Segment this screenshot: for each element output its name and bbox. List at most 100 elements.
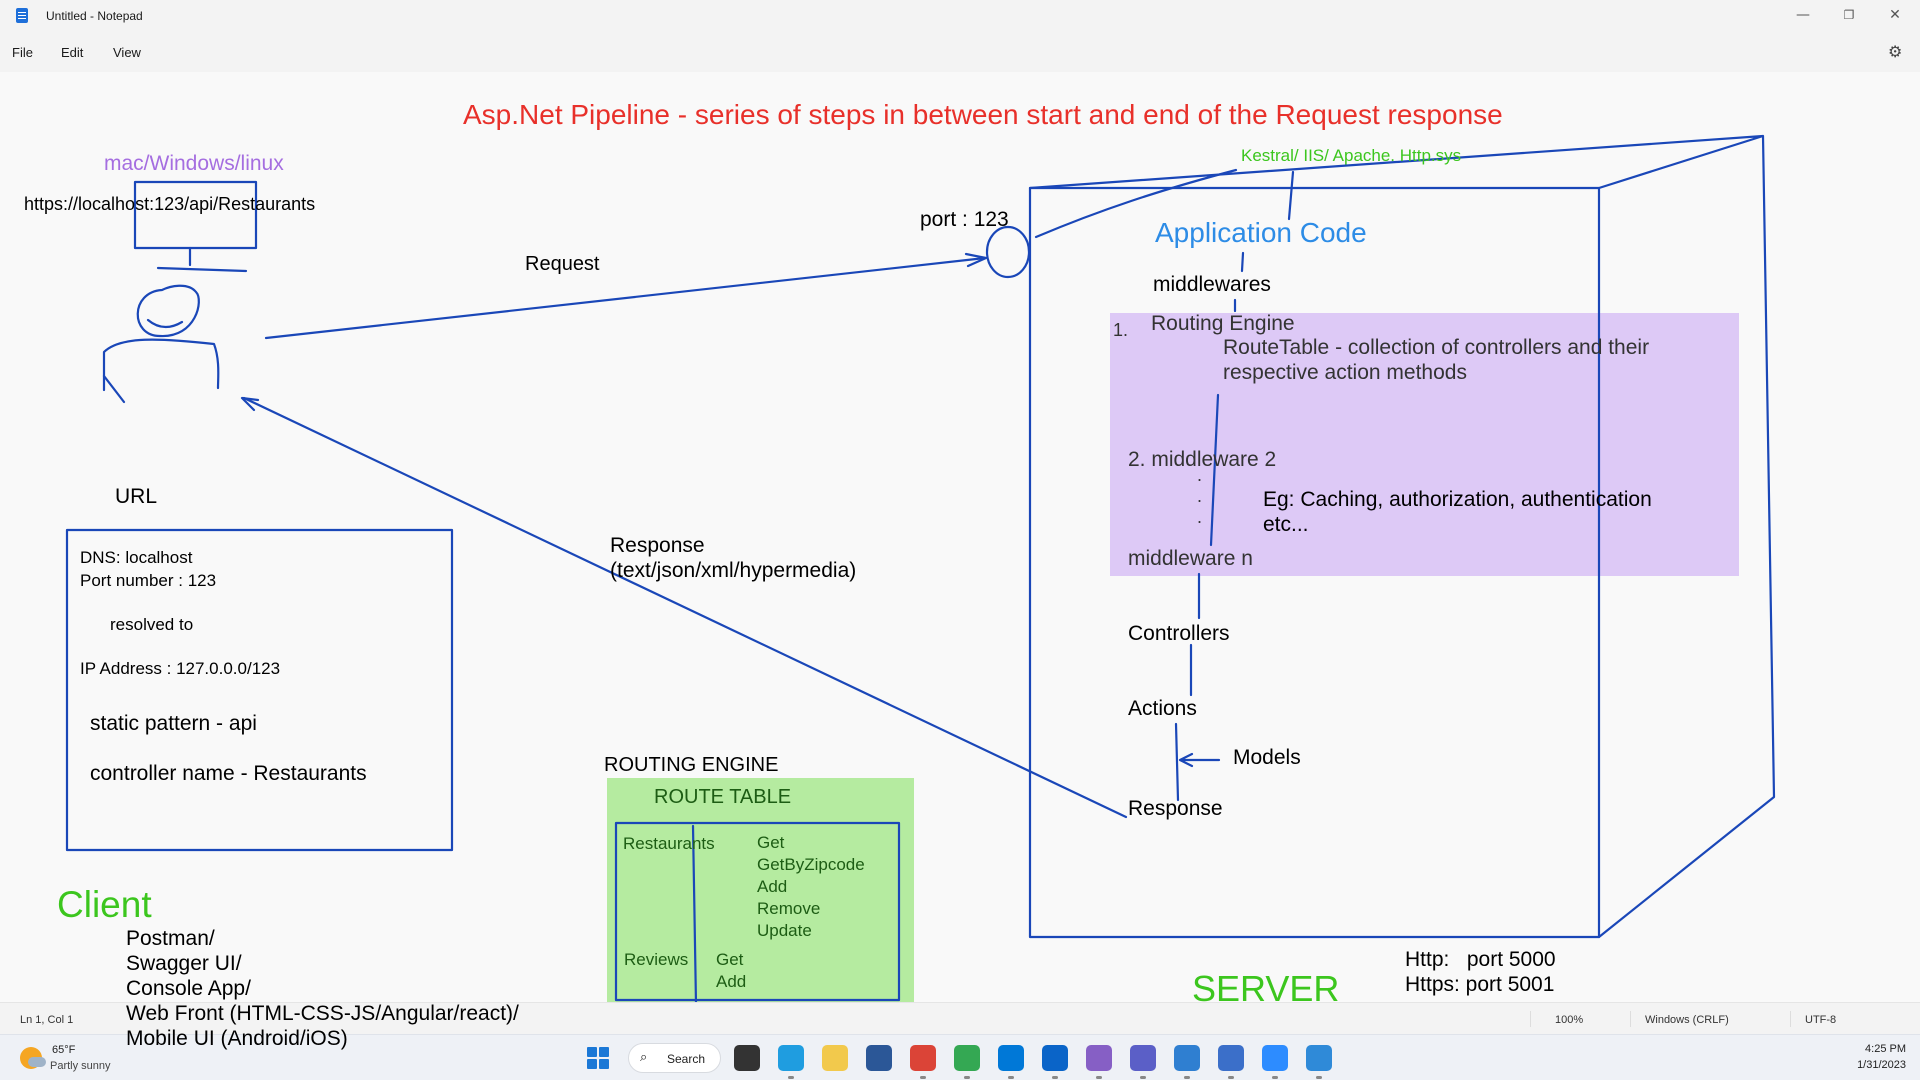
route-action: Get	[716, 950, 744, 969]
route-action: Add	[757, 877, 788, 896]
application-code-label: Application Code	[1155, 217, 1367, 248]
cursor-position: Ln 1, Col 1	[20, 1014, 74, 1026]
review-actions: Get Add	[716, 949, 746, 993]
port-number-text: Port number : 123	[80, 571, 217, 590]
restore-button[interactable]: ❐	[1843, 8, 1855, 22]
title-bar: Untitled - Notepad — ❐ ✕	[0, 0, 1920, 32]
edge-icon[interactable]	[778, 1045, 804, 1071]
weather-temperature[interactable]: 65°F	[52, 1044, 76, 1056]
client-item: Console App/	[126, 977, 251, 1000]
route-action: Get	[757, 833, 785, 852]
gear-icon[interactable]: ⚙	[1888, 42, 1903, 61]
url-box-border	[65, 528, 454, 852]
running-indicator	[964, 1076, 970, 1079]
middleware-examples: Eg: Caching, authorization, authenticati…	[1263, 488, 1652, 511]
port-circle	[985, 225, 1031, 279]
zoom-level: 100%	[1555, 1014, 1584, 1026]
server-heading: SERVER	[1192, 968, 1340, 1002]
start-button[interactable]	[587, 1047, 609, 1069]
zoom-icon[interactable]	[1262, 1045, 1288, 1071]
outlook-icon[interactable]	[1042, 1045, 1068, 1071]
diagram-heading: Asp.Net Pipeline - series of steps in be…	[463, 99, 1503, 130]
resolved-text: resolved to	[110, 615, 194, 634]
encoding: UTF-8	[1805, 1014, 1837, 1026]
notepad-icon	[16, 8, 28, 23]
route-table-title: ROUTE TABLE	[654, 786, 792, 808]
taskbar-search[interactable]: ⌕ Search	[628, 1043, 721, 1073]
chrome-icon[interactable]	[910, 1045, 936, 1071]
line-ending: Windows (CRLF)	[1645, 1014, 1729, 1026]
menu-view[interactable]: View	[113, 45, 141, 60]
response-label: Response	[610, 534, 705, 557]
photos-icon[interactable]	[1306, 1045, 1332, 1071]
ellipsis-dots: . . .	[1197, 465, 1202, 528]
clock-date[interactable]: 1/31/2023	[1857, 1059, 1906, 1071]
restaurant-actions: Get GetByZipcode Add Remove Update	[757, 832, 865, 942]
status-divider	[1790, 1011, 1791, 1027]
menu-file[interactable]: File	[12, 45, 33, 60]
route-action: GetByZipcode	[757, 855, 865, 874]
controller-name-text: controller name - Restaurants	[90, 762, 367, 785]
routing-engine-box	[607, 778, 914, 1002]
document-area[interactable]: Asp.Net Pipeline - series of steps in be…	[0, 72, 1920, 1002]
weather-icon[interactable]	[20, 1047, 46, 1069]
middlewares-label: middlewares	[1153, 273, 1271, 296]
os-label: mac/Windows/linux	[104, 152, 284, 175]
menu-bar: File Edit View ⚙	[0, 32, 1920, 72]
route-action: Update	[757, 921, 812, 940]
response-arrow	[242, 396, 1128, 819]
dot: .	[1197, 486, 1203, 506]
status-divider	[1630, 1011, 1631, 1027]
status-divider	[1530, 1011, 1531, 1027]
person-sketch	[136, 284, 200, 338]
routetable-description-2: respective action methods	[1223, 361, 1467, 384]
remote-desktop-icon[interactable]	[1174, 1045, 1200, 1071]
task-view-icon[interactable]	[734, 1045, 760, 1071]
client-item: Postman/	[126, 927, 215, 950]
middleware-1-number: 1.	[1113, 320, 1129, 340]
static-pattern-text: static pattern - api	[90, 712, 257, 735]
monitor-sketch	[133, 180, 258, 250]
client-heading: Client	[57, 884, 152, 925]
middleware-n-item: middleware n	[1128, 547, 1253, 570]
running-indicator	[1140, 1076, 1146, 1079]
menu-edit[interactable]: Edit	[61, 45, 84, 60]
minimize-button[interactable]: —	[1796, 7, 1810, 23]
dot: .	[1197, 465, 1203, 485]
route-table-border	[614, 821, 901, 1002]
web-server-label: Kestral/ IIS/ Apache. Http.sys	[1241, 146, 1462, 165]
running-indicator	[1052, 1076, 1058, 1079]
close-button[interactable]: ✕	[1889, 7, 1901, 23]
file-explorer-icon[interactable]	[822, 1045, 848, 1071]
status-bar: Ln 1, Col 1 100% Windows (CRLF) UTF-8	[0, 1002, 1920, 1034]
search-icon: ⌕	[640, 1050, 648, 1065]
route-restaurants: Restaurants	[623, 834, 715, 853]
running-indicator	[1184, 1076, 1190, 1079]
store-icon[interactable]	[866, 1045, 892, 1071]
vscode-icon[interactable]	[998, 1045, 1024, 1071]
running-indicator	[920, 1076, 926, 1079]
middleware-examples-2: etc...	[1263, 513, 1309, 536]
middleware-2-item: 2. middleware 2	[1128, 448, 1277, 471]
window-title: Untitled - Notepad	[46, 9, 143, 23]
clock-time[interactable]: 4:25 PM	[1865, 1043, 1906, 1055]
chrome-profile-icon[interactable]	[954, 1045, 980, 1071]
server-box	[1028, 186, 1601, 939]
visual-studio-icon[interactable]	[1086, 1045, 1112, 1071]
url-text: https://localhost:123/api/Restaurants	[24, 194, 316, 214]
https-port: Https: port 5001	[1405, 973, 1555, 996]
ip-text: IP Address : 127.0.0.0/123	[80, 659, 281, 678]
controllers-label: Controllers	[1128, 622, 1230, 645]
running-indicator	[788, 1076, 794, 1079]
http-port: Http: port 5000	[1405, 948, 1556, 971]
url-heading: URL	[115, 485, 158, 508]
weather-description[interactable]: Partly sunny	[50, 1060, 111, 1072]
actions-label: Actions	[1128, 697, 1197, 720]
response-types: (text/json/xml/hypermedia)	[610, 559, 857, 582]
notepad-icon[interactable]	[1218, 1045, 1244, 1071]
running-indicator	[1228, 1076, 1234, 1079]
running-indicator	[1008, 1076, 1014, 1079]
teams-icon[interactable]	[1130, 1045, 1156, 1071]
port-label: port : 123	[920, 208, 1009, 231]
request-arrow	[264, 256, 987, 340]
